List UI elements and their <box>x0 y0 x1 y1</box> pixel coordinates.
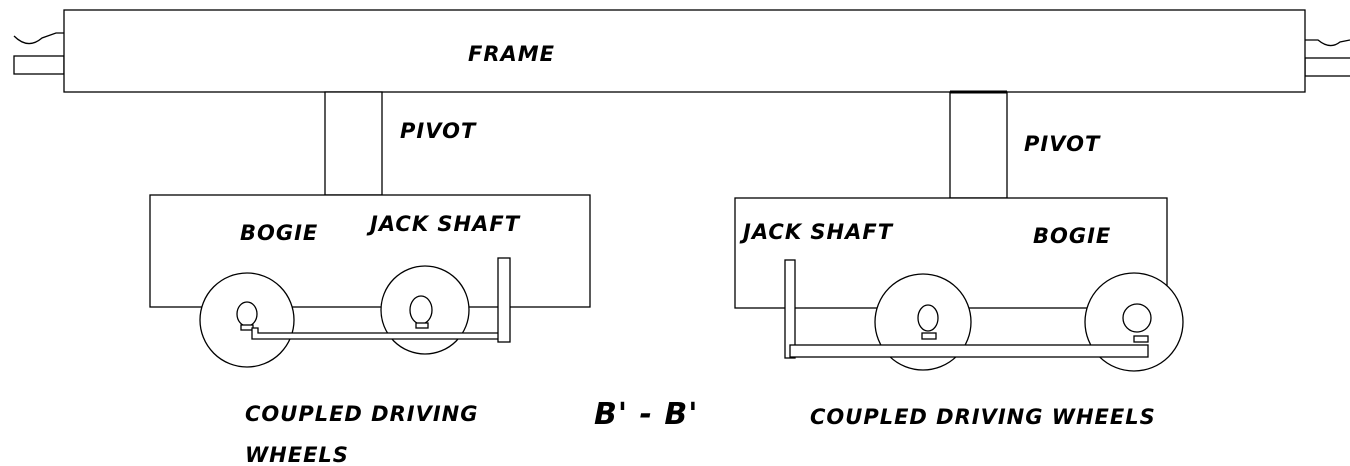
label-coupled-left-line1: COUPLED DRIVING <box>245 402 478 426</box>
label-bogie-right: BOGIE <box>1033 224 1111 248</box>
right-coupler <box>1304 39 1350 77</box>
label-pivot-right: PIVOT <box>1024 132 1101 156</box>
label-pivot-left: PIVOT <box>400 119 477 143</box>
label-jack-shaft-right: JACK SHAFT <box>739 220 894 244</box>
label-arrangement: B' - B' <box>594 397 698 432</box>
label-bogie-left: BOGIE <box>240 221 318 245</box>
frame-body <box>63 9 1306 93</box>
label-jack-shaft-left: JACK SHAFT <box>366 212 521 236</box>
label-frame: FRAME <box>468 42 555 66</box>
coupling-rod-left <box>251 257 511 343</box>
wheel-left-1 <box>199 272 295 368</box>
label-coupled-left-line2: WHEELS <box>245 443 349 466</box>
pivot-right <box>949 91 1008 199</box>
wheel-left-2 <box>380 265 470 355</box>
label-coupled-right: COUPLED DRIVING WHEELS <box>810 405 1156 429</box>
pivot-left <box>324 91 383 196</box>
left-coupler <box>13 32 65 75</box>
coupling-rod-right <box>784 259 1149 359</box>
